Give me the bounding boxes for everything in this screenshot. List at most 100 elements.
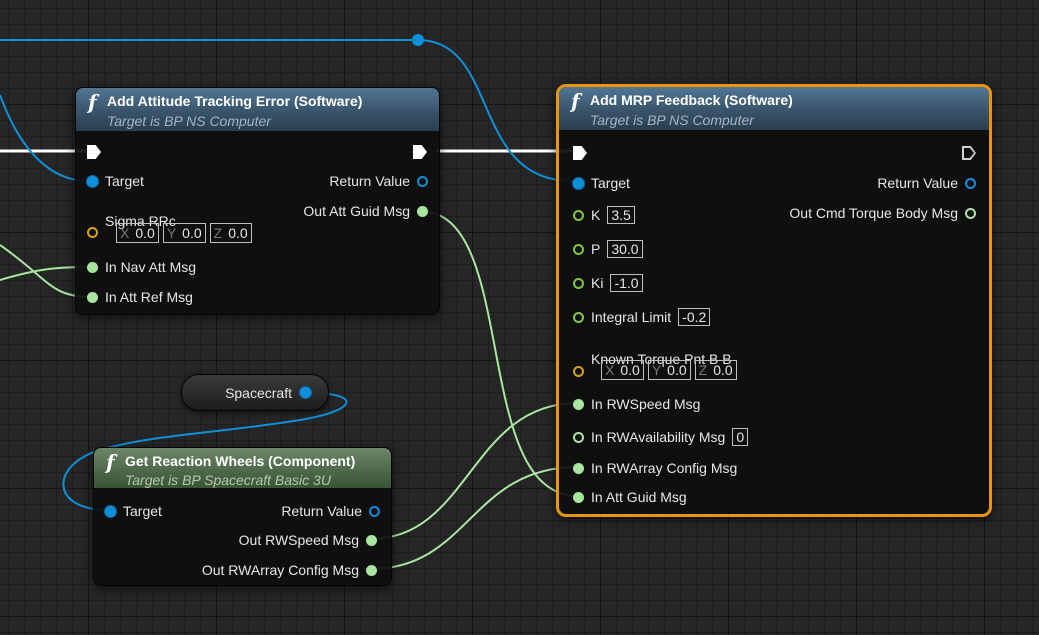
in-rwavailability-msg-pin[interactable]: In RWAvailability Msg 0 (573, 428, 749, 446)
struct-pin-icon (573, 491, 584, 503)
struct-pin-icon (366, 534, 377, 546)
in-rwspeed-msg-pin[interactable]: In RWSpeed Msg (573, 396, 700, 412)
pin-label: K (591, 207, 601, 223)
exec-out-pin[interactable] (413, 145, 427, 159)
target-pin[interactable]: Target (573, 175, 630, 191)
pin-label: Return Value (281, 503, 362, 519)
object-pin-icon (87, 175, 98, 187)
object-wire-spacecraft (62, 392, 348, 511)
field-value: 0.0 (620, 362, 640, 378)
node-subtitle: Target is BP NS Computer (590, 112, 754, 128)
node-header[interactable]: f Add Attitude Tracking Error (Software)… (76, 88, 439, 131)
function-icon: f (88, 90, 97, 114)
node-title: Add Attitude Tracking Error (Software) (107, 93, 363, 109)
struct-pin-icon (87, 291, 98, 303)
target-pin[interactable]: Target (87, 173, 144, 189)
in-att-ref-msg-pin[interactable]: In Att Ref Msg (87, 289, 193, 305)
node-header[interactable]: f Add MRP Feedback (Software) Target is … (559, 87, 989, 130)
out-att-guid-msg-pin[interactable]: Out Att Guid Msg (303, 203, 428, 219)
return-value-pin[interactable]: Return Value (877, 175, 976, 191)
integral-limit-pin[interactable]: Integral Limit -0.2 (573, 308, 711, 326)
struct-pin-icon (366, 564, 377, 576)
in-nav-att-msg-pin[interactable]: In Nav Att Msg (87, 259, 196, 275)
object-pin-icon (105, 505, 116, 517)
node-add-attitude-tracking-error[interactable]: f Add Attitude Tracking Error (Software)… (75, 87, 440, 315)
node-get-reaction-wheels[interactable]: f Get Reaction Wheels (Component) Target… (93, 447, 392, 586)
struct-wire-rwspeed (369, 402, 579, 540)
out-rwspeed-msg-pin[interactable]: Out RWSpeed Msg (239, 532, 377, 548)
return-value-pin[interactable]: Return Value (281, 503, 380, 519)
node-title: Get Reaction Wheels (Component) (125, 453, 356, 469)
pin-label: Out Cmd Torque Body Msg (789, 205, 958, 221)
exec-in-pin[interactable] (573, 146, 587, 160)
pin-label: In Att Ref Msg (105, 289, 193, 305)
p-value-field[interactable]: 30.0 (607, 240, 643, 258)
in-att-guid-msg-pin[interactable]: In Att Guid Msg (573, 489, 687, 505)
float-pin-icon (573, 243, 584, 255)
float-pin-icon (573, 311, 584, 323)
node-header[interactable]: f Get Reaction Wheels (Component) Target… (94, 448, 391, 488)
axis-label: Z (698, 362, 708, 378)
return-value-pin[interactable]: Return Value (329, 173, 428, 189)
p-pin[interactable]: P 30.0 (573, 240, 643, 258)
target-pin[interactable]: Target (105, 503, 162, 519)
node-subtitle: Target is BP Spacecraft Basic 3U (125, 472, 331, 488)
in-rwarray-config-msg-pin[interactable]: In RWArray Config Msg (573, 460, 737, 476)
object-pin-icon (369, 505, 380, 517)
node-add-mrp-feedback[interactable]: f Add MRP Feedback (Software) Target is … (556, 84, 992, 517)
vector-pin-icon (573, 366, 584, 377)
node-subtitle: Target is BP NS Computer (107, 113, 271, 129)
ki-pin[interactable]: Ki -1.0 (573, 274, 643, 292)
pin-label: In RWArray Config Msg (591, 460, 738, 476)
known-torque-pin[interactable]: Known Torque Pnt B B (573, 340, 732, 377)
k-value-field[interactable]: 3.5 (607, 206, 635, 224)
struct-pin-icon (417, 205, 428, 217)
object-pin-icon[interactable] (300, 387, 311, 398)
pin-label: Target (591, 175, 630, 191)
vector-x-field[interactable]: X 0.0 (601, 360, 644, 380)
pin-label: Target (105, 173, 144, 189)
k-pin[interactable]: K 3.5 (573, 206, 635, 224)
struct-pin-icon (87, 261, 98, 273)
pin-label: In RWSpeed Msg (591, 396, 701, 412)
pin-label: Ki (591, 275, 604, 291)
pin-label: In Nav Att Msg (105, 259, 197, 275)
pin-label: P (591, 241, 601, 257)
object-pin-icon (573, 177, 584, 189)
field-value: 0.0 (182, 225, 202, 241)
pin-label: Target (123, 503, 162, 519)
out-cmd-torque-body-msg-pin[interactable]: Out Cmd Torque Body Msg (789, 205, 976, 221)
function-icon: f (106, 450, 115, 474)
object-wire-top (0, 39, 573, 182)
integral-limit-value-field[interactable]: -0.2 (678, 308, 711, 326)
pin-label: In Att Guid Msg (591, 489, 687, 505)
float-pin-icon (573, 209, 584, 221)
struct-pin-icon (573, 431, 584, 443)
struct-wire-attguid (419, 210, 579, 497)
exec-in-pin[interactable] (87, 145, 101, 159)
struct-pin-icon (573, 462, 584, 474)
pin-label: Out RWSpeed Msg (238, 532, 359, 548)
ki-value-field[interactable]: -1.0 (610, 274, 643, 292)
rwavailability-value-field[interactable]: 0 (732, 428, 749, 446)
pin-label: In RWAvailability Msg (591, 429, 726, 445)
vector-y-field[interactable]: Y 0.0 (162, 223, 206, 243)
node-title: Add MRP Feedback (Software) (590, 92, 793, 108)
variable-label: Spacecraft (225, 385, 292, 401)
axis-label: X (605, 362, 615, 378)
field-value: 0.0 (228, 225, 248, 241)
out-rwarray-config-msg-pin[interactable]: Out RWArray Config Msg (202, 562, 377, 578)
exec-out-pin[interactable] (962, 146, 976, 160)
wire-reroute-knot[interactable] (412, 34, 424, 46)
spacecraft-variable-node[interactable]: Spacecraft (181, 374, 329, 411)
axis-label: Y (166, 225, 177, 241)
vector-pin-icon (87, 227, 98, 238)
pin-label: Integral Limit (591, 309, 672, 325)
